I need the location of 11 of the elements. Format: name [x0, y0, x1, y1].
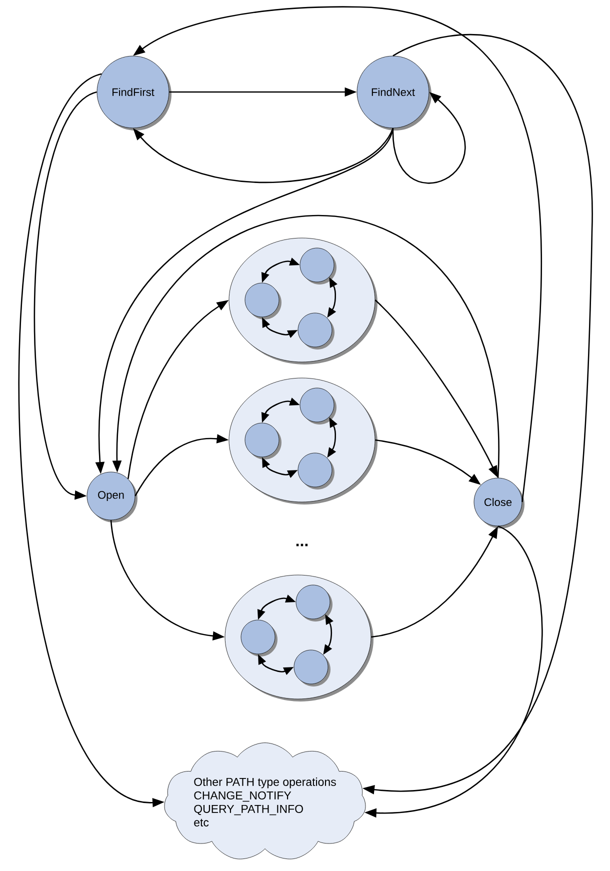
state-circle: [294, 650, 330, 686]
state-circle: [296, 584, 332, 622]
state-circle: [240, 620, 278, 656]
state-circle: [244, 282, 282, 320]
state-circle: [244, 422, 282, 460]
state-circle: [300, 248, 336, 284]
state-circle: [298, 452, 334, 490]
state-circle: [300, 388, 336, 424]
arrow: [34, 91, 98, 500]
ellipsis-label: ...: [296, 544, 308, 546]
state-circle: [298, 312, 334, 350]
